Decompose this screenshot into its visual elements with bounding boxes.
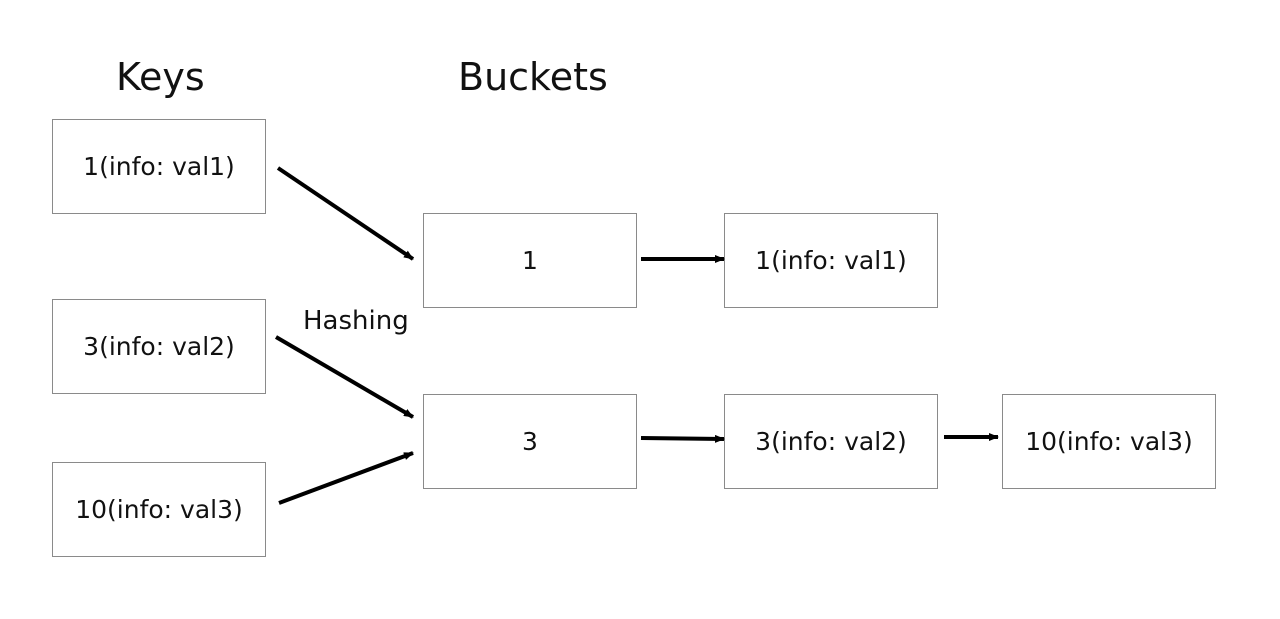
- arrow-key3-to-bucket3: [274, 335, 415, 419]
- key-box-3: 3(info: val2): [52, 299, 266, 394]
- chain-entry-bucket3-2: 10(info: val3): [1002, 394, 1216, 489]
- arrow-key10-to-bucket3: [278, 451, 414, 505]
- arrow-bucket3-to-chain1: [640, 434, 725, 443]
- keys-heading: Keys: [116, 55, 205, 99]
- chain-entry-bucket1-1: 1(info: val1): [724, 213, 938, 308]
- chain-entry-bucket3-1: 3(info: val2): [724, 394, 938, 489]
- arrow-key1-to-bucket1: [276, 166, 415, 261]
- bucket-label-1: 1: [522, 246, 538, 275]
- key-box-10: 10(info: val3): [52, 462, 266, 557]
- chain-label-bucket3-2: 10(info: val3): [1025, 427, 1193, 456]
- bucket-label-3: 3: [522, 427, 538, 456]
- key-box-1: 1(info: val1): [52, 119, 266, 214]
- buckets-heading: Buckets: [458, 55, 608, 99]
- chain-label-bucket3-1: 3(info: val2): [755, 427, 907, 456]
- hashing-label: Hashing: [303, 306, 409, 336]
- key-label-3: 3(info: val2): [83, 332, 235, 361]
- key-label-1: 1(info: val1): [83, 152, 235, 181]
- bucket-box-1: 1: [423, 213, 637, 308]
- chain-label-bucket1-1: 1(info: val1): [755, 246, 907, 275]
- key-label-10: 10(info: val3): [75, 495, 243, 524]
- bucket-box-3: 3: [423, 394, 637, 489]
